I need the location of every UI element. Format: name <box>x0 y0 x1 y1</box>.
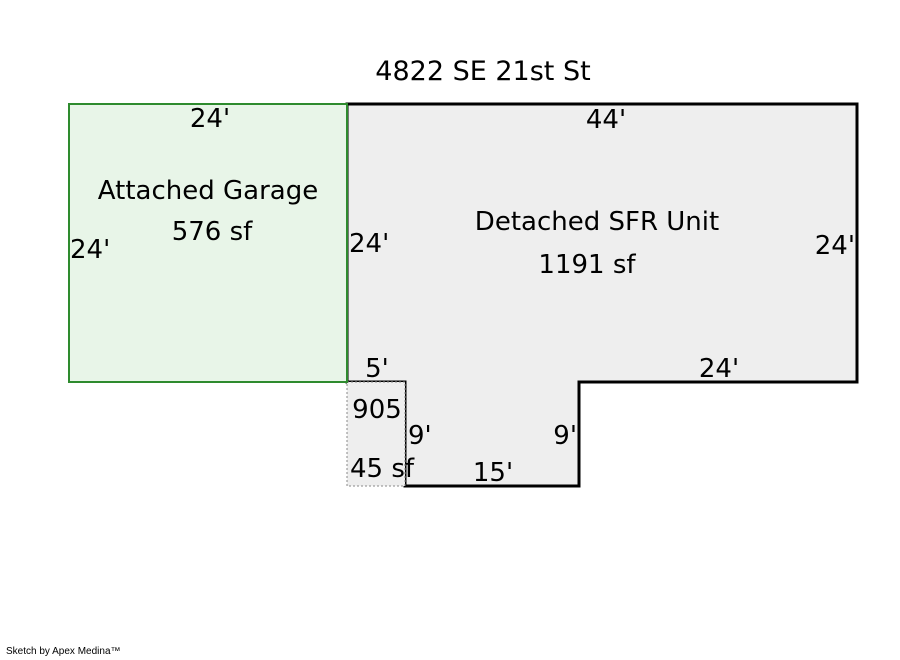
addition-name-label: 905 <box>352 395 402 425</box>
house-bottom-right-dimension: 24' <box>699 354 739 384</box>
sketch-credit: Sketch by Apex Medina™ <box>6 646 121 657</box>
addition-top-dimension: 5' <box>365 354 389 384</box>
sketch-title: 4822 SE 21st St <box>375 56 590 87</box>
notch-right-dimension: 9' <box>553 421 577 451</box>
house-left-dimension: 24' <box>349 229 389 259</box>
garage-area-label: 576 sf <box>172 217 253 247</box>
garage-area <box>68 103 348 383</box>
house-name-label: Detached SFR Unit <box>475 207 719 237</box>
house-area-label: 1191 sf <box>538 250 636 280</box>
addition-area <box>346 381 406 487</box>
garage-left-dimension: 24' <box>70 235 110 265</box>
house-top-dimension: 44' <box>586 105 626 135</box>
notch-left-dimension: 9' <box>408 421 432 451</box>
garage-name-label: Attached Garage <box>98 176 318 206</box>
notch-bottom-dimension: 15' <box>473 458 513 488</box>
garage-top-dimension: 24' <box>190 104 230 134</box>
house-right-dimension: 24' <box>815 231 855 261</box>
addition-area-label: 45 sf <box>350 454 415 484</box>
